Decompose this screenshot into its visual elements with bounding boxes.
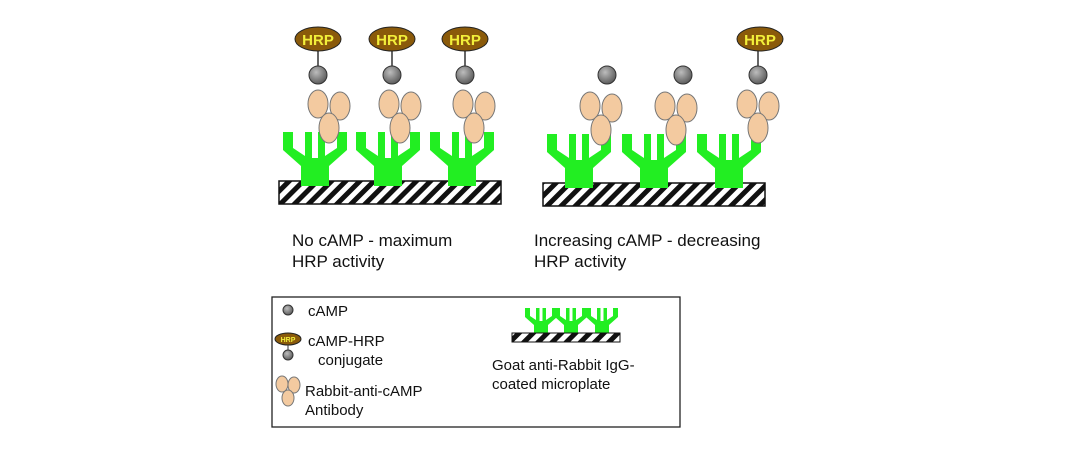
legend-plate-icon bbox=[511, 308, 621, 343]
right-panel: HRP bbox=[542, 26, 784, 207]
caption-left: No cAMP - maximum HRP activity bbox=[292, 230, 452, 272]
caption-right-line-2: HRP activity bbox=[534, 252, 627, 271]
camp-molecule bbox=[382, 65, 402, 85]
igg-antibody bbox=[697, 134, 761, 188]
legend-plate-label: Goat anti-Rabbit IgG- coated microplate bbox=[492, 357, 635, 393]
caption-right: Increasing cAMP - decreasing HRP activit… bbox=[534, 230, 760, 272]
rabbit-antibody bbox=[736, 89, 780, 144]
hrp-enzyme bbox=[736, 26, 784, 52]
legend-camp-label: cAMP bbox=[308, 303, 349, 320]
hrp-label: HRP bbox=[449, 32, 481, 49]
camp-molecule bbox=[748, 65, 768, 85]
camp-molecule bbox=[597, 65, 617, 85]
legend-antibody-icon bbox=[275, 375, 301, 407]
hrp-label: HRP bbox=[744, 32, 776, 49]
assembly-3: HRP bbox=[430, 26, 496, 186]
legend-border bbox=[271, 296, 681, 428]
camp-molecule bbox=[455, 65, 475, 85]
hrp-label: HRP bbox=[302, 32, 334, 49]
legend-conjugate-icon: HRP bbox=[274, 332, 302, 361]
caption-left-line-2: HRP activity bbox=[292, 252, 385, 271]
igg-antibody bbox=[430, 132, 494, 186]
legend-conjugate-label: cAMP-HRP conjugate bbox=[308, 333, 385, 369]
assembly-1: HRP bbox=[283, 26, 351, 186]
legend: HRP bbox=[271, 296, 681, 428]
assembly-2: HRP bbox=[356, 26, 422, 186]
legend-camp-icon bbox=[282, 304, 294, 316]
caption-left-line-1: No cAMP - maximum bbox=[292, 231, 453, 250]
igg-antibody bbox=[283, 132, 347, 186]
left-panel: HRP HRP HRP bbox=[278, 26, 502, 205]
legend-antibody-label: Rabbit-anti-cAMP Antibody bbox=[305, 383, 423, 419]
hrp-label: HRP bbox=[376, 32, 408, 49]
assembly-6: HRP bbox=[697, 26, 784, 188]
camp-molecule bbox=[673, 65, 693, 85]
caption-right-line-1: Increasing cAMP - decreasing bbox=[534, 231, 761, 250]
hrp-enzyme bbox=[368, 26, 416, 52]
camp-molecule bbox=[308, 65, 328, 85]
hrp-enzyme bbox=[441, 26, 489, 52]
assembly-5 bbox=[622, 65, 698, 188]
hrp-enzyme bbox=[294, 26, 342, 52]
igg-antibody bbox=[356, 132, 420, 186]
assembly-4 bbox=[547, 65, 623, 188]
svg-text:HRP: HRP bbox=[281, 337, 296, 344]
